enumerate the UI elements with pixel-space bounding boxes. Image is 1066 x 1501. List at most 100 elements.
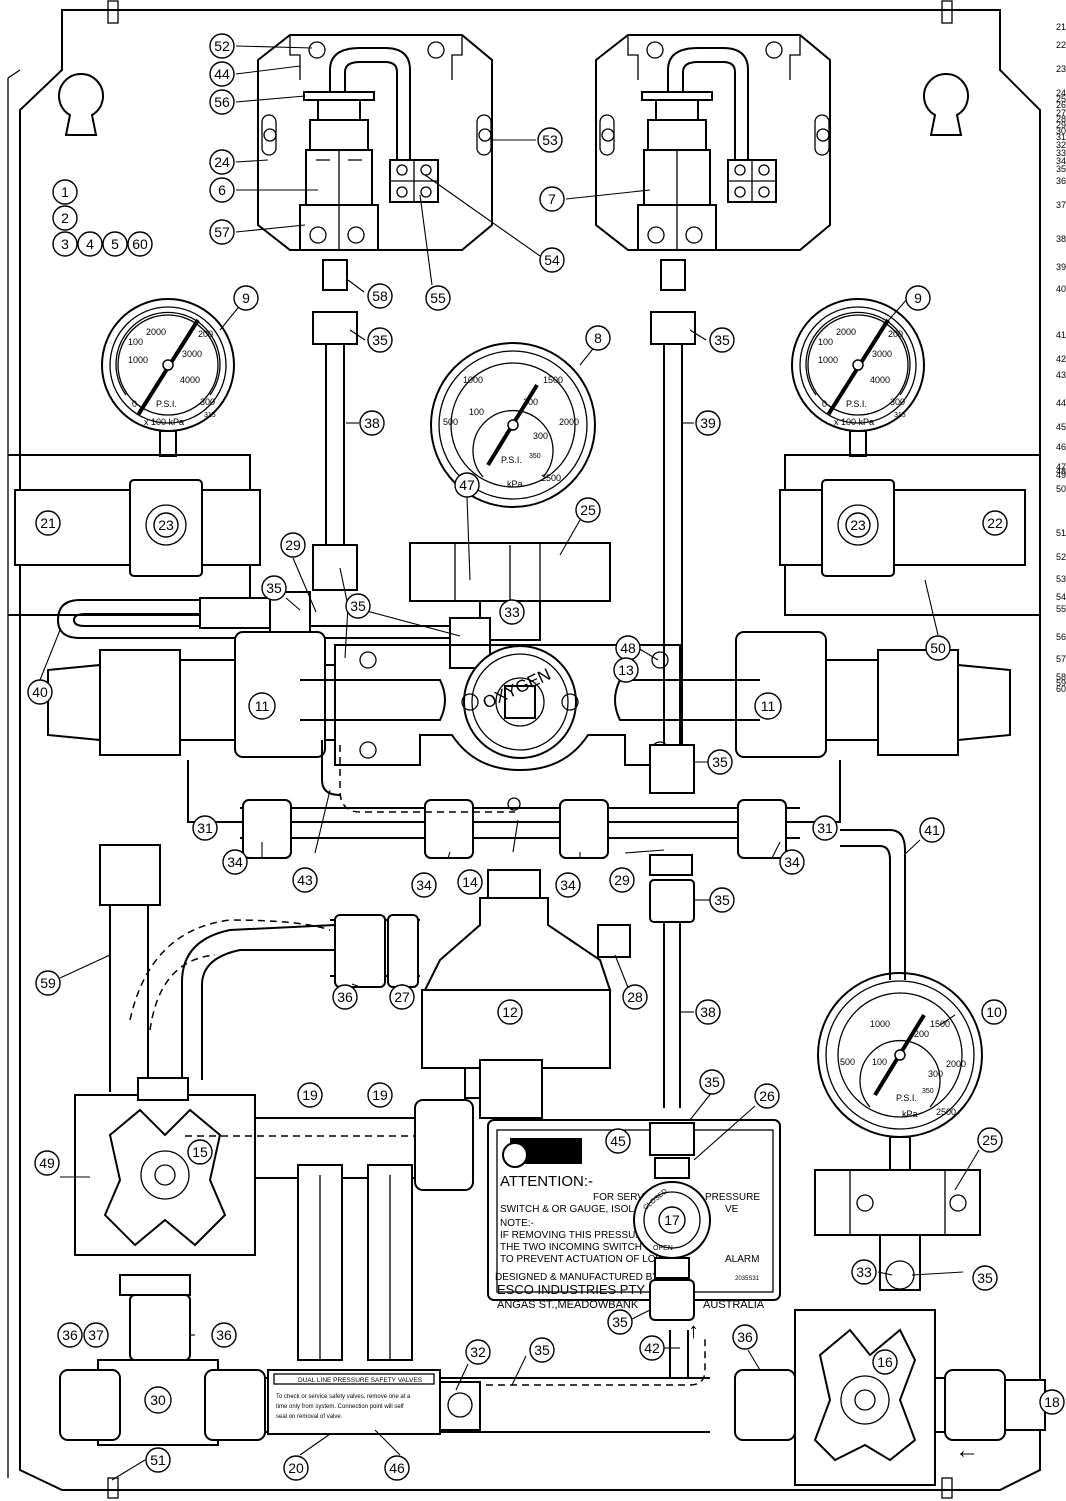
gauge-clamp-center xyxy=(409,542,611,641)
plate-line2: SWITCH & OR GAUGE, ISOLATE V xyxy=(500,1204,662,1215)
parts-list-entry: 31 xyxy=(1056,132,1066,142)
balloon-33-b: 33 xyxy=(851,1259,877,1285)
balloon-49: 49 xyxy=(34,1150,60,1176)
balloon-12: 12 xyxy=(497,999,523,1025)
parts-list-entry: 48 xyxy=(1056,466,1066,476)
balloon-56: 56 xyxy=(209,89,235,115)
svg-text:kPa: kPa xyxy=(507,479,523,489)
balloon-20: 20 xyxy=(283,1455,309,1481)
svg-text:15: 15 xyxy=(192,1144,208,1160)
backboard xyxy=(7,0,1041,1499)
parts-list-entry: 38 xyxy=(1056,234,1066,244)
balloon-37: 37 xyxy=(83,1322,109,1348)
svg-text:26: 26 xyxy=(759,1088,775,1104)
svg-text:35: 35 xyxy=(714,892,730,908)
balloon-33-a: 33 xyxy=(499,599,525,625)
svg-text:54: 54 xyxy=(544,252,560,268)
svg-text:52: 52 xyxy=(214,38,230,54)
balloon-35-h: 35 xyxy=(699,1069,725,1095)
svg-text:19: 19 xyxy=(302,1087,318,1103)
svg-text:44: 44 xyxy=(214,66,230,82)
parts-list-entry: 43 xyxy=(1056,370,1066,380)
svg-text:7: 7 xyxy=(548,191,556,207)
svg-text:300: 300 xyxy=(533,431,548,441)
plate-note: NOTE:- xyxy=(500,1218,534,1229)
balloon-29-a: 29 xyxy=(280,532,306,558)
plate-line3: IF REMOVING THIS PRESSURE S xyxy=(500,1230,659,1241)
svg-text:34: 34 xyxy=(784,854,800,870)
balloon-32: 32 xyxy=(465,1339,491,1365)
svg-text:P.S.I.: P.S.I. xyxy=(156,399,177,409)
svg-text:24: 24 xyxy=(214,154,230,170)
keyhole-left xyxy=(58,72,104,136)
balloon-23-left: 23 xyxy=(153,512,179,538)
plate-code: 2035S31 xyxy=(735,1276,760,1282)
tube-38-lower xyxy=(649,854,695,1108)
svg-text:9: 9 xyxy=(914,290,922,306)
svg-text:4000: 4000 xyxy=(180,375,200,385)
valve-16 xyxy=(794,1309,936,1486)
balloon-22: 22 xyxy=(982,510,1008,536)
svg-text:100: 100 xyxy=(128,337,143,347)
svg-text:53: 53 xyxy=(542,132,558,148)
svg-text:P.S.I.: P.S.I. xyxy=(896,1093,917,1103)
balloon-35-c: 35 xyxy=(261,575,287,601)
parts-list-entry: 52 xyxy=(1056,552,1066,562)
balloon-30: 30 xyxy=(144,1386,172,1414)
balloon-53: 53 xyxy=(537,127,563,153)
parts-list-entry: 42 xyxy=(1056,354,1066,364)
balloon-29-b: 29 xyxy=(609,867,635,893)
svg-text:10: 10 xyxy=(986,1004,1002,1020)
plate-country: AUSTRALIA xyxy=(703,1299,765,1311)
svg-text:300: 300 xyxy=(890,397,905,407)
svg-text:58: 58 xyxy=(372,288,388,304)
svg-text:35: 35 xyxy=(712,754,728,770)
svg-text:36: 36 xyxy=(337,989,353,1005)
svg-text:100: 100 xyxy=(818,337,833,347)
svg-text:200: 200 xyxy=(914,1029,929,1039)
svg-text:2500: 2500 xyxy=(936,1107,956,1117)
parts-list-edge: 2122232425262728293031323334353637383940… xyxy=(1056,22,1066,694)
balloon-38-b: 38 xyxy=(695,999,721,1025)
svg-text:35: 35 xyxy=(534,1342,550,1358)
gauge-block-right xyxy=(779,454,1040,616)
balloon-9-left: 9 xyxy=(233,285,259,311)
plate-line5: TO PREVENT ACTUATION OF LOW P xyxy=(500,1254,675,1265)
plate-company: ESCO INDUSTRIES PTY xyxy=(497,1282,645,1297)
svg-text:55: 55 xyxy=(430,290,446,306)
svg-text:kPa: kPa xyxy=(902,1109,918,1119)
balloon-14: 14 xyxy=(457,869,483,895)
parts-list-entry: 27 xyxy=(1056,108,1066,118)
parts-list-entry: 34 xyxy=(1056,156,1066,166)
svg-text:30: 30 xyxy=(150,1392,166,1408)
svg-text:36: 36 xyxy=(737,1329,753,1345)
balloon-43: 43 xyxy=(292,867,318,893)
brand-logo: ESCO xyxy=(525,1141,582,1163)
pipe-59 xyxy=(99,844,336,1092)
balloon-11-right: 11 xyxy=(754,692,782,720)
svg-text:1000: 1000 xyxy=(818,355,838,365)
svg-text:14: 14 xyxy=(462,874,478,890)
svg-text:2: 2 xyxy=(61,210,69,226)
parts-list-entry: 59 xyxy=(1056,678,1066,688)
svg-text:29: 29 xyxy=(614,872,630,888)
safety-title: DUAL LINE PRESSURE SAFETY VALVES xyxy=(298,1377,423,1384)
parts-list-entry: 56 xyxy=(1056,632,1066,642)
balloon-35-b: 35 xyxy=(709,327,735,353)
balloon-36-c: 36 xyxy=(211,1322,237,1348)
parts-list-entry: 40 xyxy=(1056,284,1066,294)
svg-text:38: 38 xyxy=(700,1004,716,1020)
svg-text:500: 500 xyxy=(840,1057,855,1067)
svg-text:0: 0 xyxy=(132,399,137,409)
parts-list-entry: 57 xyxy=(1056,654,1066,664)
svg-text:2500: 2500 xyxy=(541,473,561,483)
plate-line2b: VE xyxy=(725,1204,739,1215)
parts-list-entry: 46 xyxy=(1056,442,1066,452)
parts-list-entry: 23 xyxy=(1056,64,1066,74)
svg-text:100: 100 xyxy=(469,407,484,417)
svg-text:13: 13 xyxy=(618,662,634,678)
svg-text:100: 100 xyxy=(872,1057,887,1067)
parts-list-entry: 39 xyxy=(1056,262,1066,272)
svg-text:32: 32 xyxy=(470,1344,486,1360)
valve-49 xyxy=(74,1077,474,1256)
